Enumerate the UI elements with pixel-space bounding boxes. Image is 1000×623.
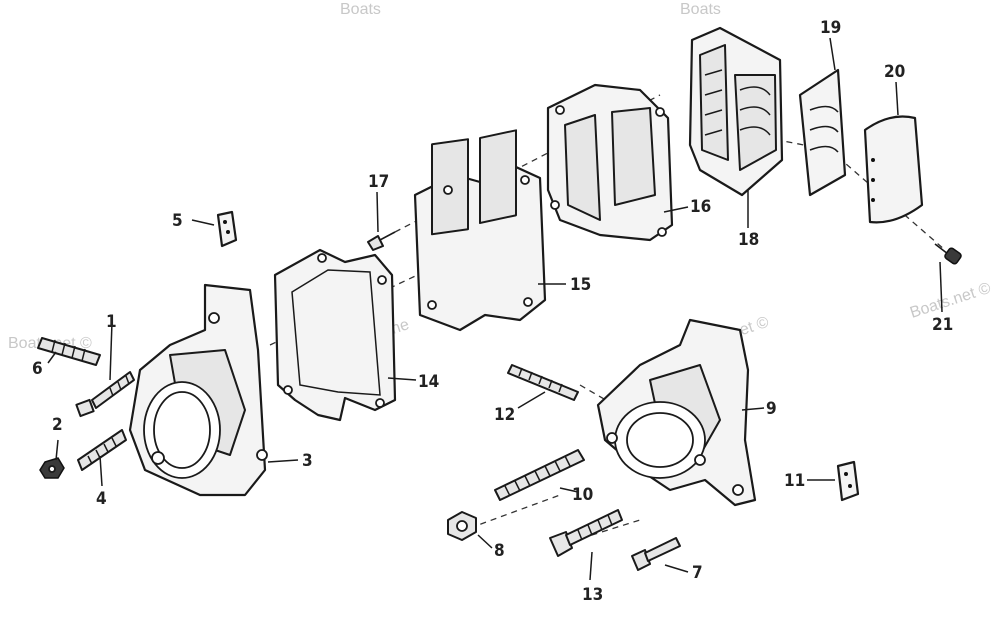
callout-7: 7: [692, 563, 703, 583]
watermark-text: Boats: [340, 1, 381, 18]
callout-11: 11: [784, 471, 805, 491]
callout-3: 3: [302, 451, 313, 471]
reed-petals-19: [798, 68, 847, 197]
callout-4: 4: [96, 489, 107, 509]
bolt-1: [75, 371, 135, 418]
gasket-16: [546, 83, 674, 242]
reed-block-housing-right: [596, 318, 757, 507]
callout-14: 14: [418, 372, 439, 392]
gasket-14: [273, 248, 397, 422]
callout-10: 10: [572, 485, 593, 505]
callout-21: 21: [932, 315, 953, 335]
nut-2: [39, 457, 65, 479]
callout-18: 18: [738, 230, 759, 250]
small-part-5: [216, 210, 238, 248]
stud-10: [494, 449, 585, 501]
small-part-11: [836, 460, 860, 502]
reed-cage-18: [688, 26, 784, 197]
callout-1: 1: [106, 312, 117, 332]
nut-8: [447, 511, 477, 541]
callout-8: 8: [494, 541, 505, 561]
callout-labels: 1 2 3 4 5 6 7 8 9 10 11 12 13 14 15 16 1…: [32, 18, 953, 605]
callout-17: 17: [368, 172, 389, 192]
stud-12: [507, 364, 579, 401]
callout-19: 19: [820, 18, 841, 38]
callout-9: 9: [766, 399, 777, 419]
callout-leaders: [47, 37, 943, 581]
callout-5: 5: [172, 211, 183, 231]
watermark-text: Boats: [680, 1, 721, 18]
callout-13: 13: [582, 585, 603, 605]
callout-6: 6: [32, 359, 43, 379]
callout-2: 2: [52, 415, 63, 435]
screw-21: [934, 243, 962, 265]
callout-20: 20: [884, 62, 905, 82]
screw-17: [367, 231, 396, 251]
callout-12: 12: [494, 405, 515, 425]
bolt-7: [631, 537, 681, 571]
reed-stop-20: [863, 115, 924, 224]
reed-block-housing-left: [128, 283, 268, 497]
bolt-13: [549, 509, 623, 557]
stud-4: [77, 429, 127, 471]
callout-15: 15: [570, 275, 591, 295]
callout-16: 16: [690, 197, 711, 217]
stud-6: [37, 337, 101, 366]
reed-plate-15: [413, 129, 547, 332]
